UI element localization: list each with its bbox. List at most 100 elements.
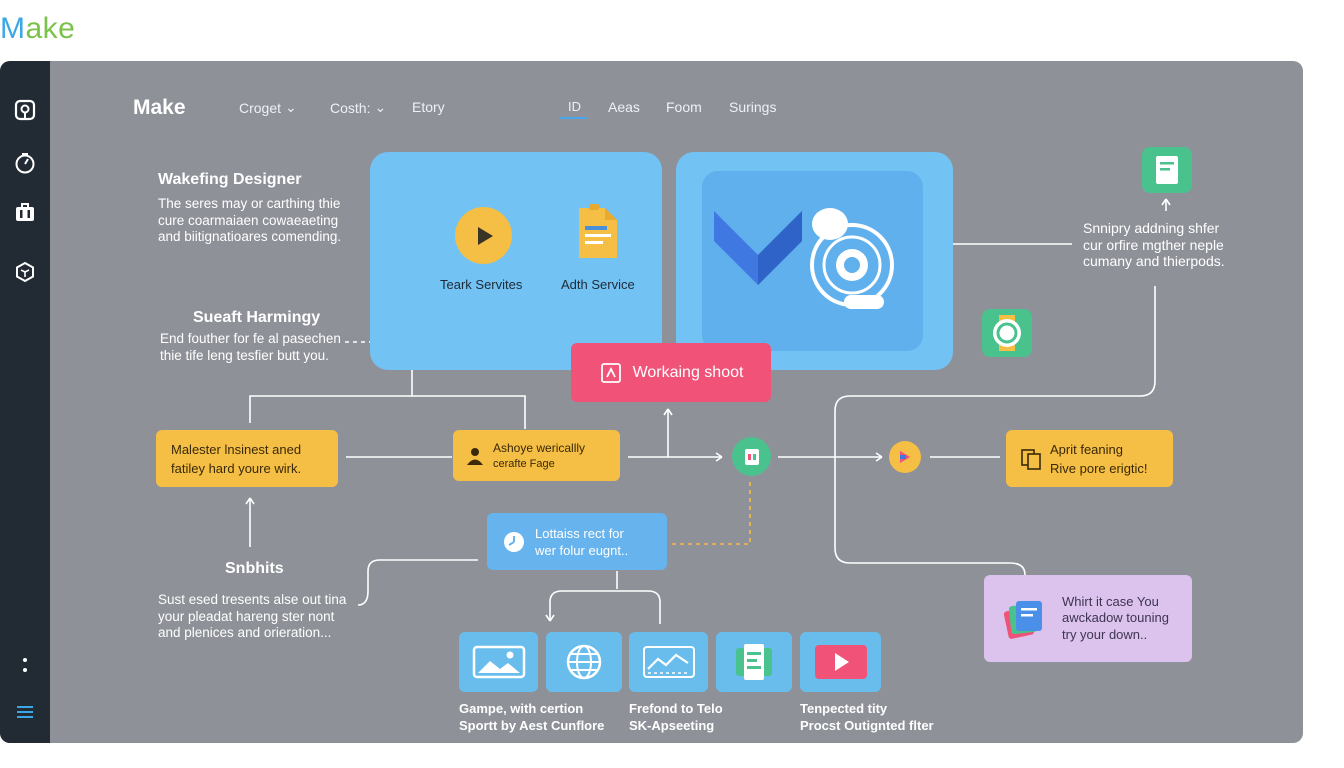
files-icon — [1020, 448, 1042, 470]
chevron-logo-icon — [712, 207, 804, 292]
nav-item-costh[interactable]: Costh:⌄ — [330, 99, 386, 116]
receipt-icon — [736, 644, 772, 680]
node-label-line: Whirt it case You — [1062, 593, 1159, 609]
node-label-line: Rive pore erigtic! — [1050, 460, 1148, 476]
receipt-tile[interactable] — [716, 632, 792, 692]
brand-logo: Make — [0, 12, 75, 46]
nav-item-croget[interactable]: Croget⌄ — [239, 99, 297, 116]
layers-icon — [1002, 595, 1050, 643]
nav-item-label: Costh: — [330, 99, 371, 116]
connector-line — [628, 409, 669, 458]
working-shoot-node[interactable]: Workaing shoot — [571, 343, 771, 402]
node-label-line: fatiley hard youre wirk. — [171, 460, 302, 476]
connector-line — [412, 395, 526, 429]
tab-surings[interactable]: Surings — [729, 99, 776, 115]
play-icon[interactable] — [455, 207, 512, 264]
flag-icon[interactable] — [889, 441, 921, 473]
document-node-icon[interactable] — [732, 437, 771, 476]
video-tile[interactable] — [800, 632, 881, 692]
text-line: cur orfire mgther neple — [1083, 236, 1224, 253]
app-window: Make Croget⌄ Costh:⌄ Etory ID Aeas Foom … — [0, 61, 1303, 743]
tab-label: Aeas — [608, 99, 640, 115]
service-label: Teark Servites — [440, 277, 523, 292]
tile-caption: Gampe, with certion Sportt by Aest Cunfl… — [459, 701, 604, 734]
cube-icon[interactable] — [12, 259, 38, 285]
text-line: your pleadat hareng ster nont — [158, 608, 335, 624]
text-line: cumany and thierpods. — [1083, 253, 1225, 269]
preview-panel — [676, 152, 953, 370]
arrowhead — [715, 452, 723, 462]
caption-line: Procst Outignted flter — [800, 717, 934, 733]
tile-caption: Tenpected tity Procst Outignted flter — [800, 701, 934, 734]
section-title: Snbhits — [225, 560, 284, 577]
tile-caption: Frefond to Telo SK-Apseeting — [629, 701, 723, 734]
chevron-down-icon: ⌄ — [374, 99, 387, 115]
text-line: Sust esed tresents alse out tina — [158, 592, 347, 607]
lottaiss-node[interactable]: Lottaiss rect for wer folur eugnt.. — [487, 513, 667, 570]
connector-line — [249, 368, 413, 423]
caption-line: Sportt by Aest Cunflore — [459, 717, 605, 733]
sidebar — [0, 61, 50, 743]
section-body: The seres may or carthing thie cure coar… — [158, 196, 341, 246]
node-label-line: Lottaiss rect for — [535, 525, 624, 541]
apprt-node[interactable]: Aprit feaning Rive pore erigtic! — [1006, 430, 1173, 487]
line-chart-icon — [642, 646, 695, 678]
clipboard-icon[interactable] — [1142, 147, 1192, 193]
node-label-line: Ashoye wericallly — [493, 440, 586, 455]
tab-id[interactable]: ID — [568, 99, 581, 114]
puzzle-icon — [599, 361, 623, 385]
text-line: cure coarmaiaen cowaeaeting — [158, 212, 339, 228]
section-body: Sust esed tresents alse out tina your pl… — [158, 592, 346, 642]
text-line: and biitignatioares comending. — [158, 229, 342, 244]
node-label: Workaing shoot — [632, 363, 744, 381]
tab-label: Foom — [666, 99, 702, 115]
section-title: Wakefing Designer — [158, 171, 302, 188]
caption-line: Tenpected tity — [800, 701, 888, 716]
tab-aeas[interactable]: Aeas — [608, 99, 640, 115]
chart-tile[interactable] — [629, 632, 708, 692]
tab-foom[interactable]: Foom — [666, 99, 702, 115]
arrowhead — [545, 614, 555, 622]
arrowhead — [1161, 198, 1171, 206]
ashoye-node[interactable]: Ashoye wericallly cerafte Fage — [453, 430, 620, 481]
whirt-node[interactable]: Whirt it case You awckadow touning try y… — [984, 575, 1192, 662]
image-icon — [472, 645, 525, 679]
menu-icon[interactable] — [12, 699, 38, 725]
malester-node[interactable]: Malester lnsinest aned fatiley hard your… — [156, 430, 338, 487]
node-label-line: try your down.. — [1062, 626, 1148, 642]
node-label-line: awckadow touning — [1062, 610, 1169, 626]
caption-line: SK-Apseeting — [629, 717, 715, 733]
document-icon[interactable] — [575, 202, 621, 267]
briefcase-icon[interactable] — [12, 200, 38, 226]
globe-icon — [566, 644, 602, 680]
services-panel: Teark Servites Adth Service — [370, 152, 662, 370]
node-label-line: Aprit feaning — [1050, 441, 1123, 457]
service-label: Adth Service — [561, 277, 635, 292]
caption-line: Gampe, with certion — [459, 701, 584, 716]
arrowhead — [663, 408, 673, 416]
nav-item-label: Croget — [239, 99, 282, 116]
text-line: thie tife leng tesfier butt you. — [160, 347, 329, 363]
arrowhead — [245, 497, 255, 505]
scan-icon[interactable] — [12, 97, 38, 123]
text-line: The seres may or carthing thie — [158, 196, 341, 211]
video-play-icon — [814, 645, 867, 679]
watch-icon[interactable] — [982, 309, 1032, 357]
vacuum-robot-icon — [804, 200, 904, 325]
dashed-connector — [672, 480, 751, 545]
timer-icon[interactable] — [12, 150, 38, 176]
nav-item-etory[interactable]: Etory — [412, 99, 445, 115]
node-label-line: cerafte Fage — [493, 457, 555, 470]
app-title: Make — [133, 96, 186, 119]
connector-line — [834, 286, 1156, 576]
more-icon[interactable] — [12, 652, 38, 678]
node-label-line: wer folur eugnt.. — [535, 542, 629, 558]
brand-rest: ake — [25, 12, 76, 45]
clock-icon — [503, 531, 525, 553]
tab-label: Surings — [729, 99, 777, 115]
arrowhead — [875, 452, 883, 462]
person-icon — [465, 446, 485, 466]
image-tile[interactable] — [459, 632, 538, 692]
globe-tile[interactable] — [546, 632, 622, 692]
active-tab-indicator — [560, 117, 587, 119]
